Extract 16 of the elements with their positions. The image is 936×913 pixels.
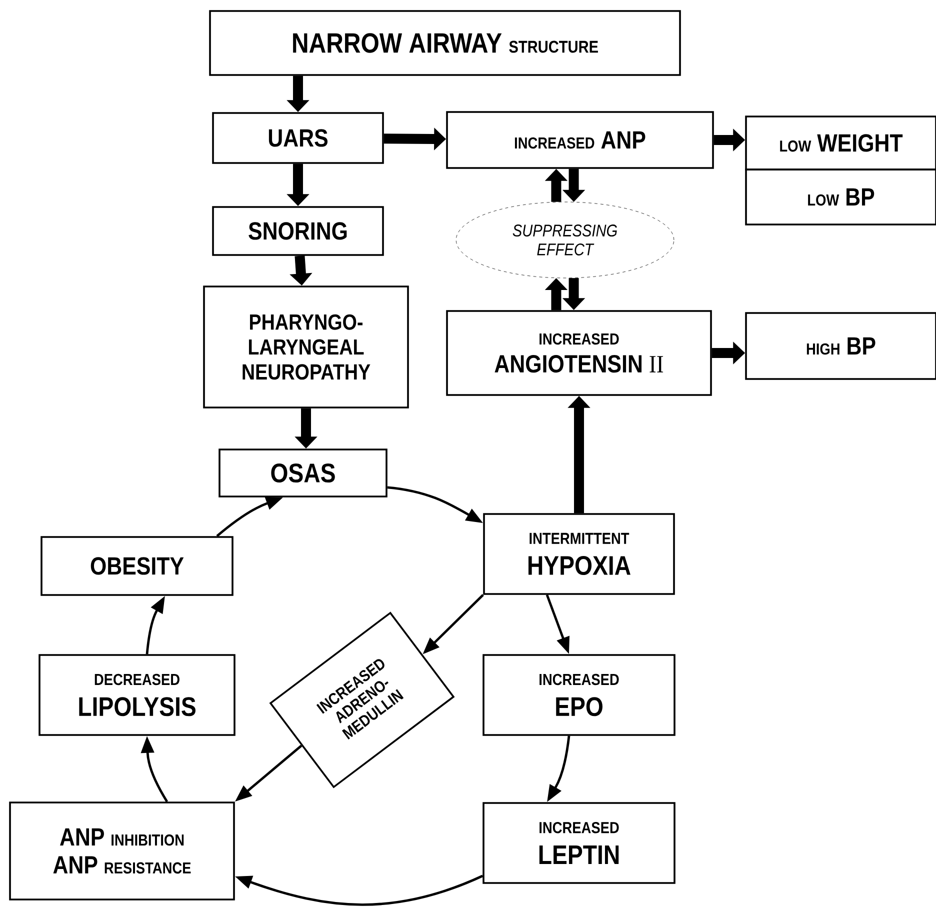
process-box: OBESITY — [40, 536, 234, 596]
process-box: NARROW AIRWAY STRUCTURE — [209, 10, 681, 76]
process-box: INTERMITTENT HYPOXIA — [483, 513, 675, 595]
process-box: ANP INHIBITION ANP RESISTANCE — [9, 802, 235, 900]
process-box: UARS — [212, 112, 384, 164]
outcome-box: HIGH BP — [745, 312, 936, 380]
process-box: SNORING — [212, 206, 384, 256]
process-box: DECREASED LIPOLYSIS — [38, 654, 236, 736]
outcome-box: LOW WEIGHT — [745, 116, 936, 170]
outcome-box: LOW BP — [745, 168, 936, 226]
process-box: INCREASED LEPTIN — [482, 802, 676, 884]
process-box: OSAS — [218, 448, 388, 498]
process-box: INCREASED ANGIOTENSIN II — [446, 310, 712, 396]
process-box: INCREASED ANP — [446, 111, 714, 169]
process-box: PHARYNGO- LARYNGEAL NEUROPATHY — [203, 286, 409, 408]
process-box: INCREASED EPO — [482, 654, 676, 736]
